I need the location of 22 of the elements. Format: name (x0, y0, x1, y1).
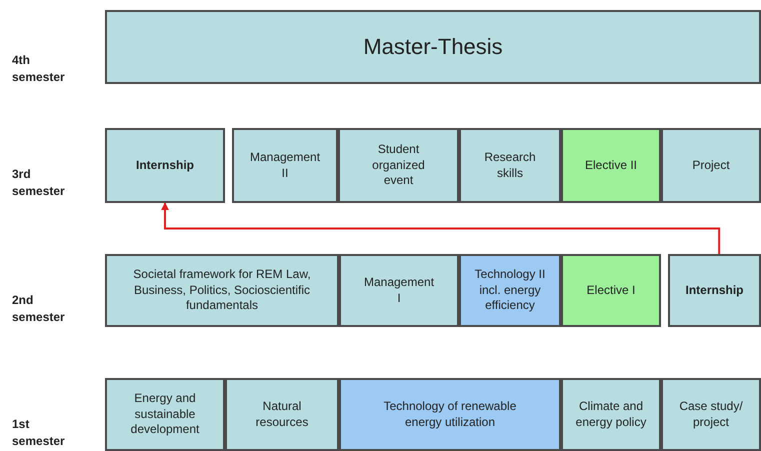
course-box: Technology of renewable energy utilization (339, 378, 561, 451)
course-box: Natural resources (225, 378, 339, 451)
course-box: Management II (232, 128, 338, 203)
course-box: Energy and sustainable development (105, 378, 225, 451)
course-box: Research skills (459, 128, 561, 203)
course-box: Internship (105, 128, 225, 203)
course-box: Case study/ project (661, 378, 761, 451)
course-box: Climate and energy policy (561, 378, 661, 451)
course-box: Elective II (561, 128, 661, 203)
course-box: Elective I (561, 254, 661, 327)
course-box: Internship (668, 254, 761, 327)
course-box: Societal framework for REM Law, Business, Politics, Socioscientific fundamentals (105, 254, 339, 327)
course-box: Management I (339, 254, 459, 327)
course-box: Project (661, 128, 761, 203)
course-box: Master-Thesis (105, 10, 761, 84)
course-box: Student organized event (338, 128, 459, 203)
semester-label: 1st semester (12, 416, 66, 450)
semester-label: 3rd semester (12, 166, 66, 200)
arrow (161, 202, 720, 254)
semester-label: 4th semester (12, 52, 66, 86)
semester-label: 2nd semester (12, 292, 66, 326)
course-box: Technology II incl. energy efficiency (459, 254, 561, 327)
